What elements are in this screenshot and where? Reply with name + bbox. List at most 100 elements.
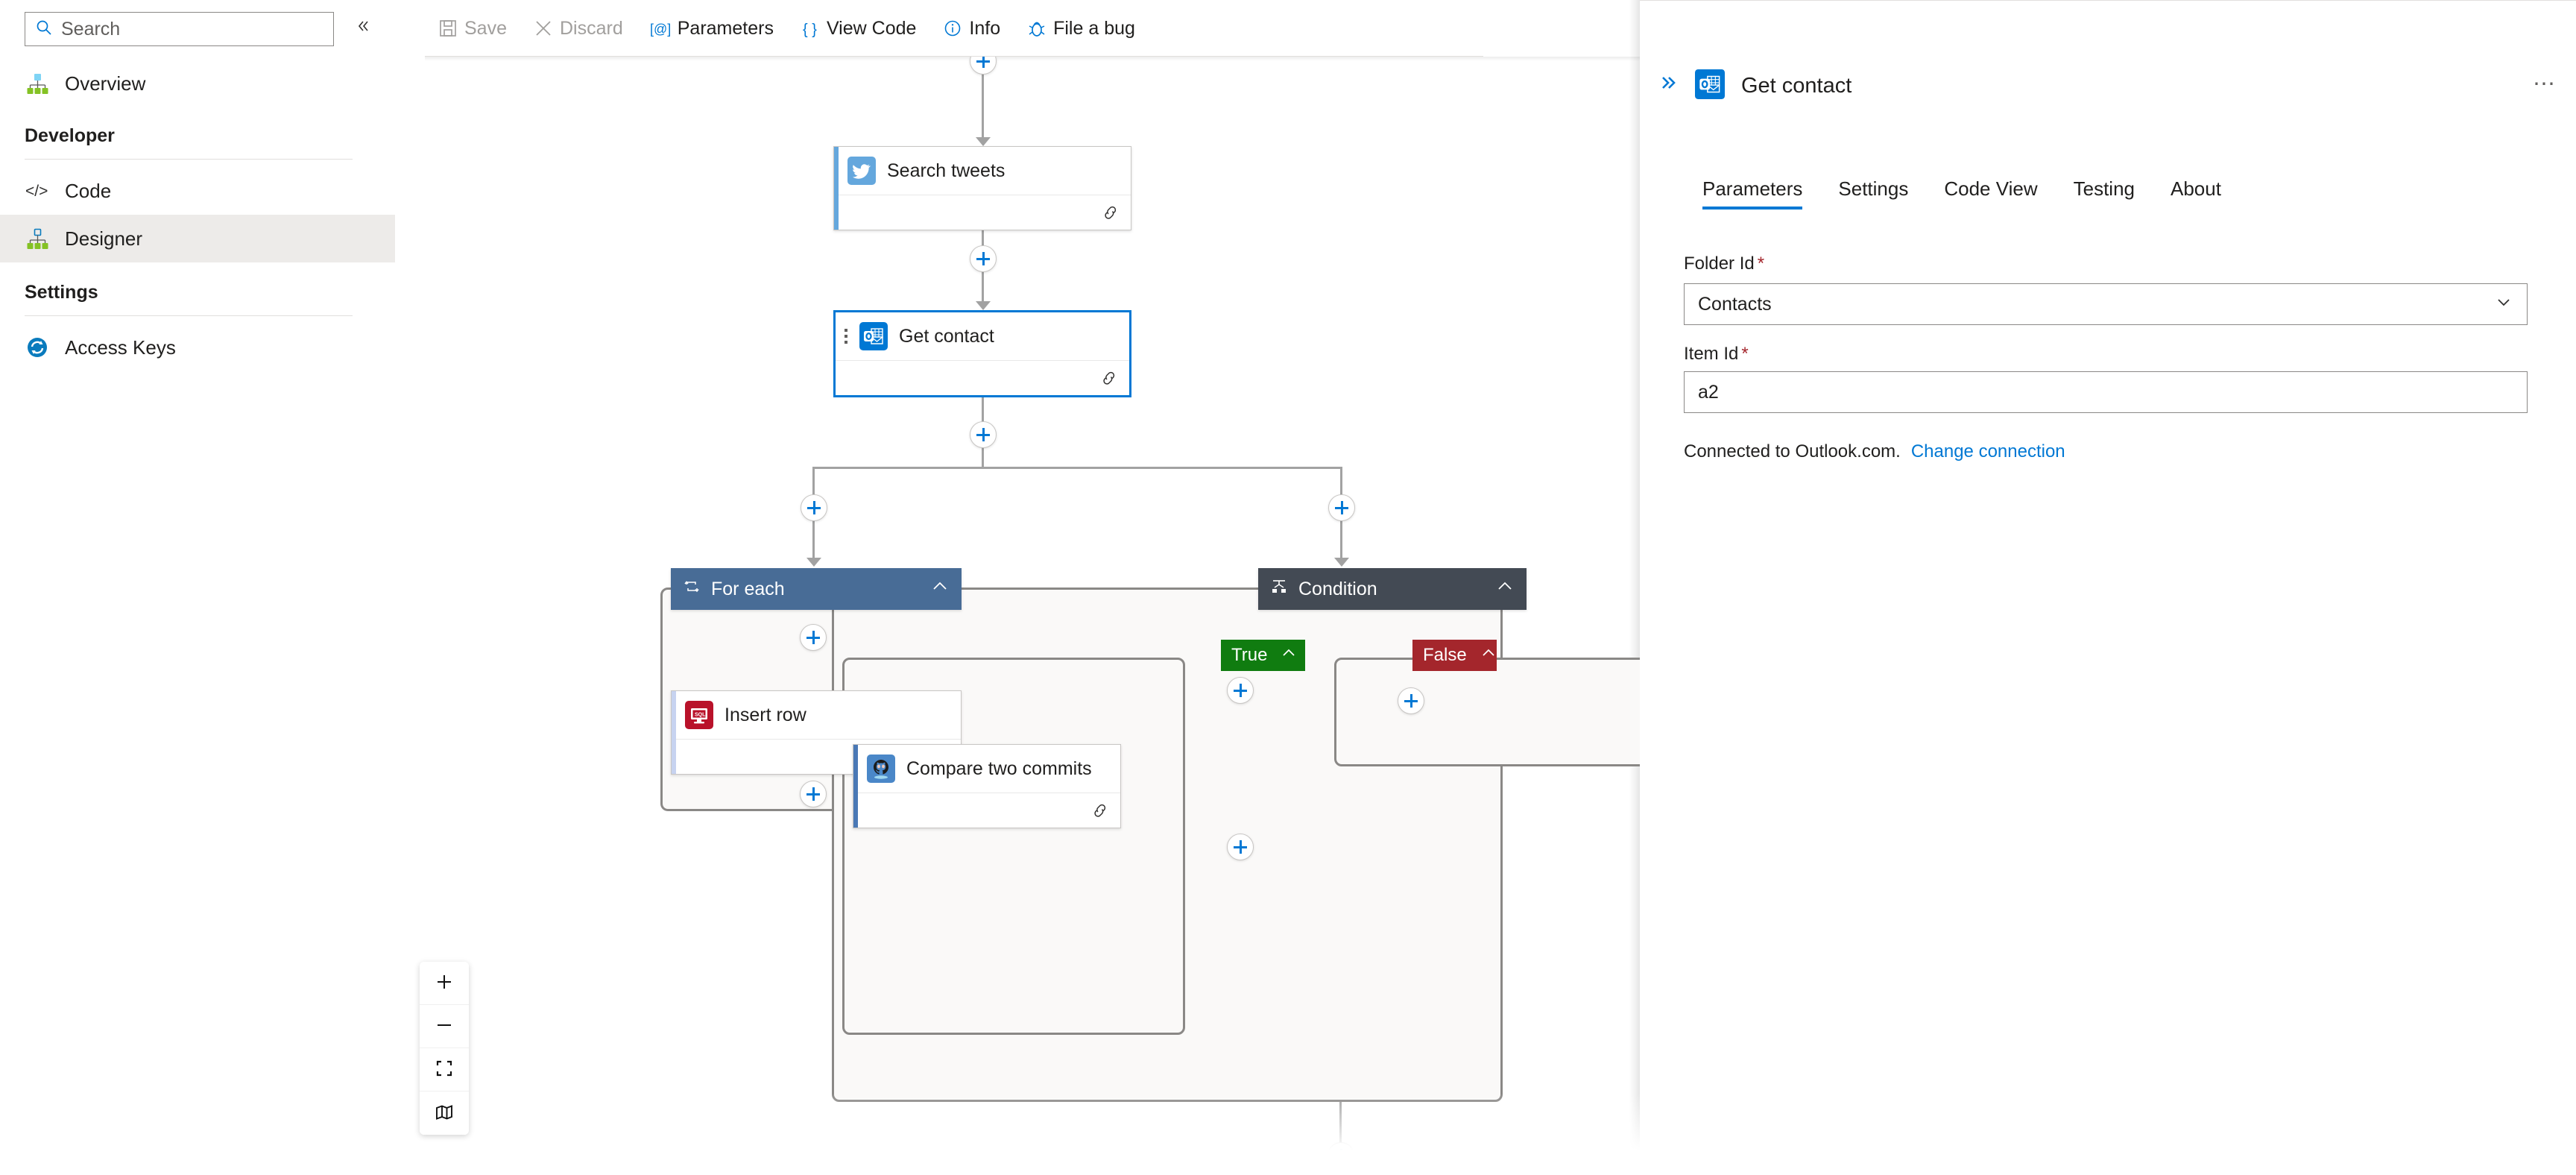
flow-node-get-contact[interactable]: Get contact	[833, 310, 1131, 397]
sidebar-search-row	[25, 12, 375, 46]
designer-canvas[interactable]: Search tweets	[425, 57, 1640, 1175]
chevron-up-icon[interactable]	[930, 577, 950, 602]
ellipsis-icon[interactable]: ⋯	[2533, 72, 2557, 96]
required-asterisk: *	[1741, 344, 1749, 364]
chevron-up-icon[interactable]	[1495, 577, 1515, 602]
node-header: Get contact	[836, 312, 1129, 361]
view-code-button[interactable]: { } View Code	[787, 0, 929, 57]
branch-scope-false[interactable]	[1334, 658, 1640, 766]
add-action-button[interactable]	[1227, 834, 1254, 860]
connector-line	[812, 467, 1342, 469]
zoom-out-button[interactable]	[420, 1005, 469, 1048]
tab-code-view[interactable]: Code View	[1926, 168, 2055, 210]
panel-title: Get contact	[1741, 73, 1852, 98]
curly-braces-icon: { }	[801, 19, 820, 38]
field-label-text: Item Id	[1684, 344, 1739, 364]
tab-about[interactable]: About	[2153, 168, 2239, 210]
toolbar-divider	[425, 56, 1483, 57]
item-id-input[interactable]: a2	[1684, 371, 2528, 413]
search-input[interactable]	[61, 18, 315, 40]
minimap-button[interactable]	[420, 1091, 469, 1135]
link-icon[interactable]	[1090, 801, 1110, 824]
add-action-button[interactable]	[1227, 677, 1254, 704]
tab-parameters[interactable]: Parameters	[1685, 168, 1820, 210]
save-button[interactable]: Save	[425, 0, 520, 57]
chevron-down-icon[interactable]	[2494, 292, 2513, 317]
scope-header-condition[interactable]: Condition	[1258, 568, 1527, 610]
add-action-button[interactable]	[1328, 1142, 1354, 1169]
parameters-label: Parameters	[677, 17, 774, 39]
discard-label: Discard	[559, 17, 623, 39]
change-connection-link[interactable]: Change connection	[1910, 441, 2065, 462]
panel-header: Get contact	[1640, 56, 2576, 116]
discard-button[interactable]: Discard	[520, 0, 637, 57]
sidebar-group-title: Settings	[25, 282, 98, 303]
folder-id-dropdown[interactable]: Contacts	[1684, 283, 2528, 325]
file-a-bug-button[interactable]: File a bug	[1014, 0, 1149, 57]
branch-badge-true[interactable]: True	[1221, 640, 1305, 671]
sitemap-icon	[25, 71, 50, 96]
info-button[interactable]: Info	[929, 0, 1014, 57]
sitemap-icon	[25, 226, 50, 251]
connector-line	[812, 467, 815, 511]
sidebar-item-access-keys[interactable]: Access Keys	[0, 324, 395, 371]
svg-text:SQL: SQL	[695, 713, 706, 718]
field-label-text: Folder Id	[1684, 253, 1755, 274]
parameters-button[interactable]: [@] Parameters	[637, 0, 787, 57]
connector-arrow	[976, 137, 991, 146]
condition-icon	[1270, 578, 1288, 601]
connector-line	[812, 513, 815, 559]
node-footer	[836, 361, 1129, 395]
bug-icon	[1027, 19, 1046, 38]
left-sidebar: Overview Developer </> Code	[0, 0, 395, 1175]
add-action-button[interactable]	[970, 57, 997, 75]
sidebar-group-developer: Developer	[25, 125, 367, 160]
close-x-icon	[534, 19, 553, 38]
sidebar-item-label: Overview	[65, 72, 146, 95]
loop-icon	[683, 578, 701, 601]
scope-title: Condition	[1298, 578, 1377, 599]
tab-label: Settings	[1838, 177, 1909, 200]
flow-node-search-tweets[interactable]: Search tweets	[833, 146, 1131, 230]
add-action-button[interactable]	[800, 624, 827, 651]
details-panel: Get contact ⋯	[1629, 0, 2576, 1175]
at-bracket-icon: [@]	[650, 19, 671, 38]
node-footer	[834, 195, 1131, 230]
tab-testing[interactable]: Testing	[2056, 168, 2153, 210]
sidebar-item-designer[interactable]: Designer	[0, 215, 395, 262]
divider	[25, 315, 353, 316]
branch-badge-false[interactable]: False	[1412, 640, 1497, 671]
add-action-button[interactable]	[800, 781, 827, 807]
key-refresh-icon	[25, 335, 50, 360]
link-icon[interactable]	[1099, 368, 1119, 391]
add-action-button[interactable]	[970, 421, 997, 448]
scope-header-for-each[interactable]: For each	[671, 568, 962, 610]
command-toolbar: Save Discard [@] Parameters { } View Cod…	[425, 0, 1640, 57]
connector-arrow	[806, 558, 821, 567]
add-action-button[interactable]	[970, 245, 997, 272]
connector-line	[1339, 1102, 1342, 1147]
add-action-button[interactable]	[801, 494, 827, 521]
flow-node-compare-two-commits[interactable]: Compare two commits	[853, 744, 1121, 828]
chevron-up-icon[interactable]	[1480, 645, 1497, 667]
tab-settings[interactable]: Settings	[1820, 168, 1926, 210]
add-action-button[interactable]	[1398, 687, 1424, 714]
drag-handle-icon[interactable]	[845, 329, 847, 344]
chevron-up-icon[interactable]	[1281, 645, 1297, 667]
node-header: SQL Insert row	[672, 691, 961, 740]
node-title: Get contact	[899, 325, 994, 347]
sidebar-item-code[interactable]: </> Code	[0, 167, 395, 215]
zoom-in-button[interactable]	[420, 962, 469, 1005]
map-icon	[435, 1103, 454, 1124]
search-box[interactable]	[25, 12, 334, 46]
sidebar-item-label: Code	[65, 179, 112, 202]
tab-label: Testing	[2073, 177, 2135, 200]
sidebar-collapse-button[interactable]	[350, 16, 375, 42]
add-action-button[interactable]	[1328, 494, 1355, 521]
sidebar-group-settings: Settings	[25, 282, 367, 316]
folder-id-label: Folder Id*	[1684, 253, 1764, 274]
chevron-double-right-icon[interactable]	[1656, 72, 1679, 100]
fit-to-screen-button[interactable]	[420, 1048, 469, 1091]
link-icon[interactable]	[1101, 203, 1120, 226]
sidebar-item-overview[interactable]: Overview	[0, 60, 395, 107]
